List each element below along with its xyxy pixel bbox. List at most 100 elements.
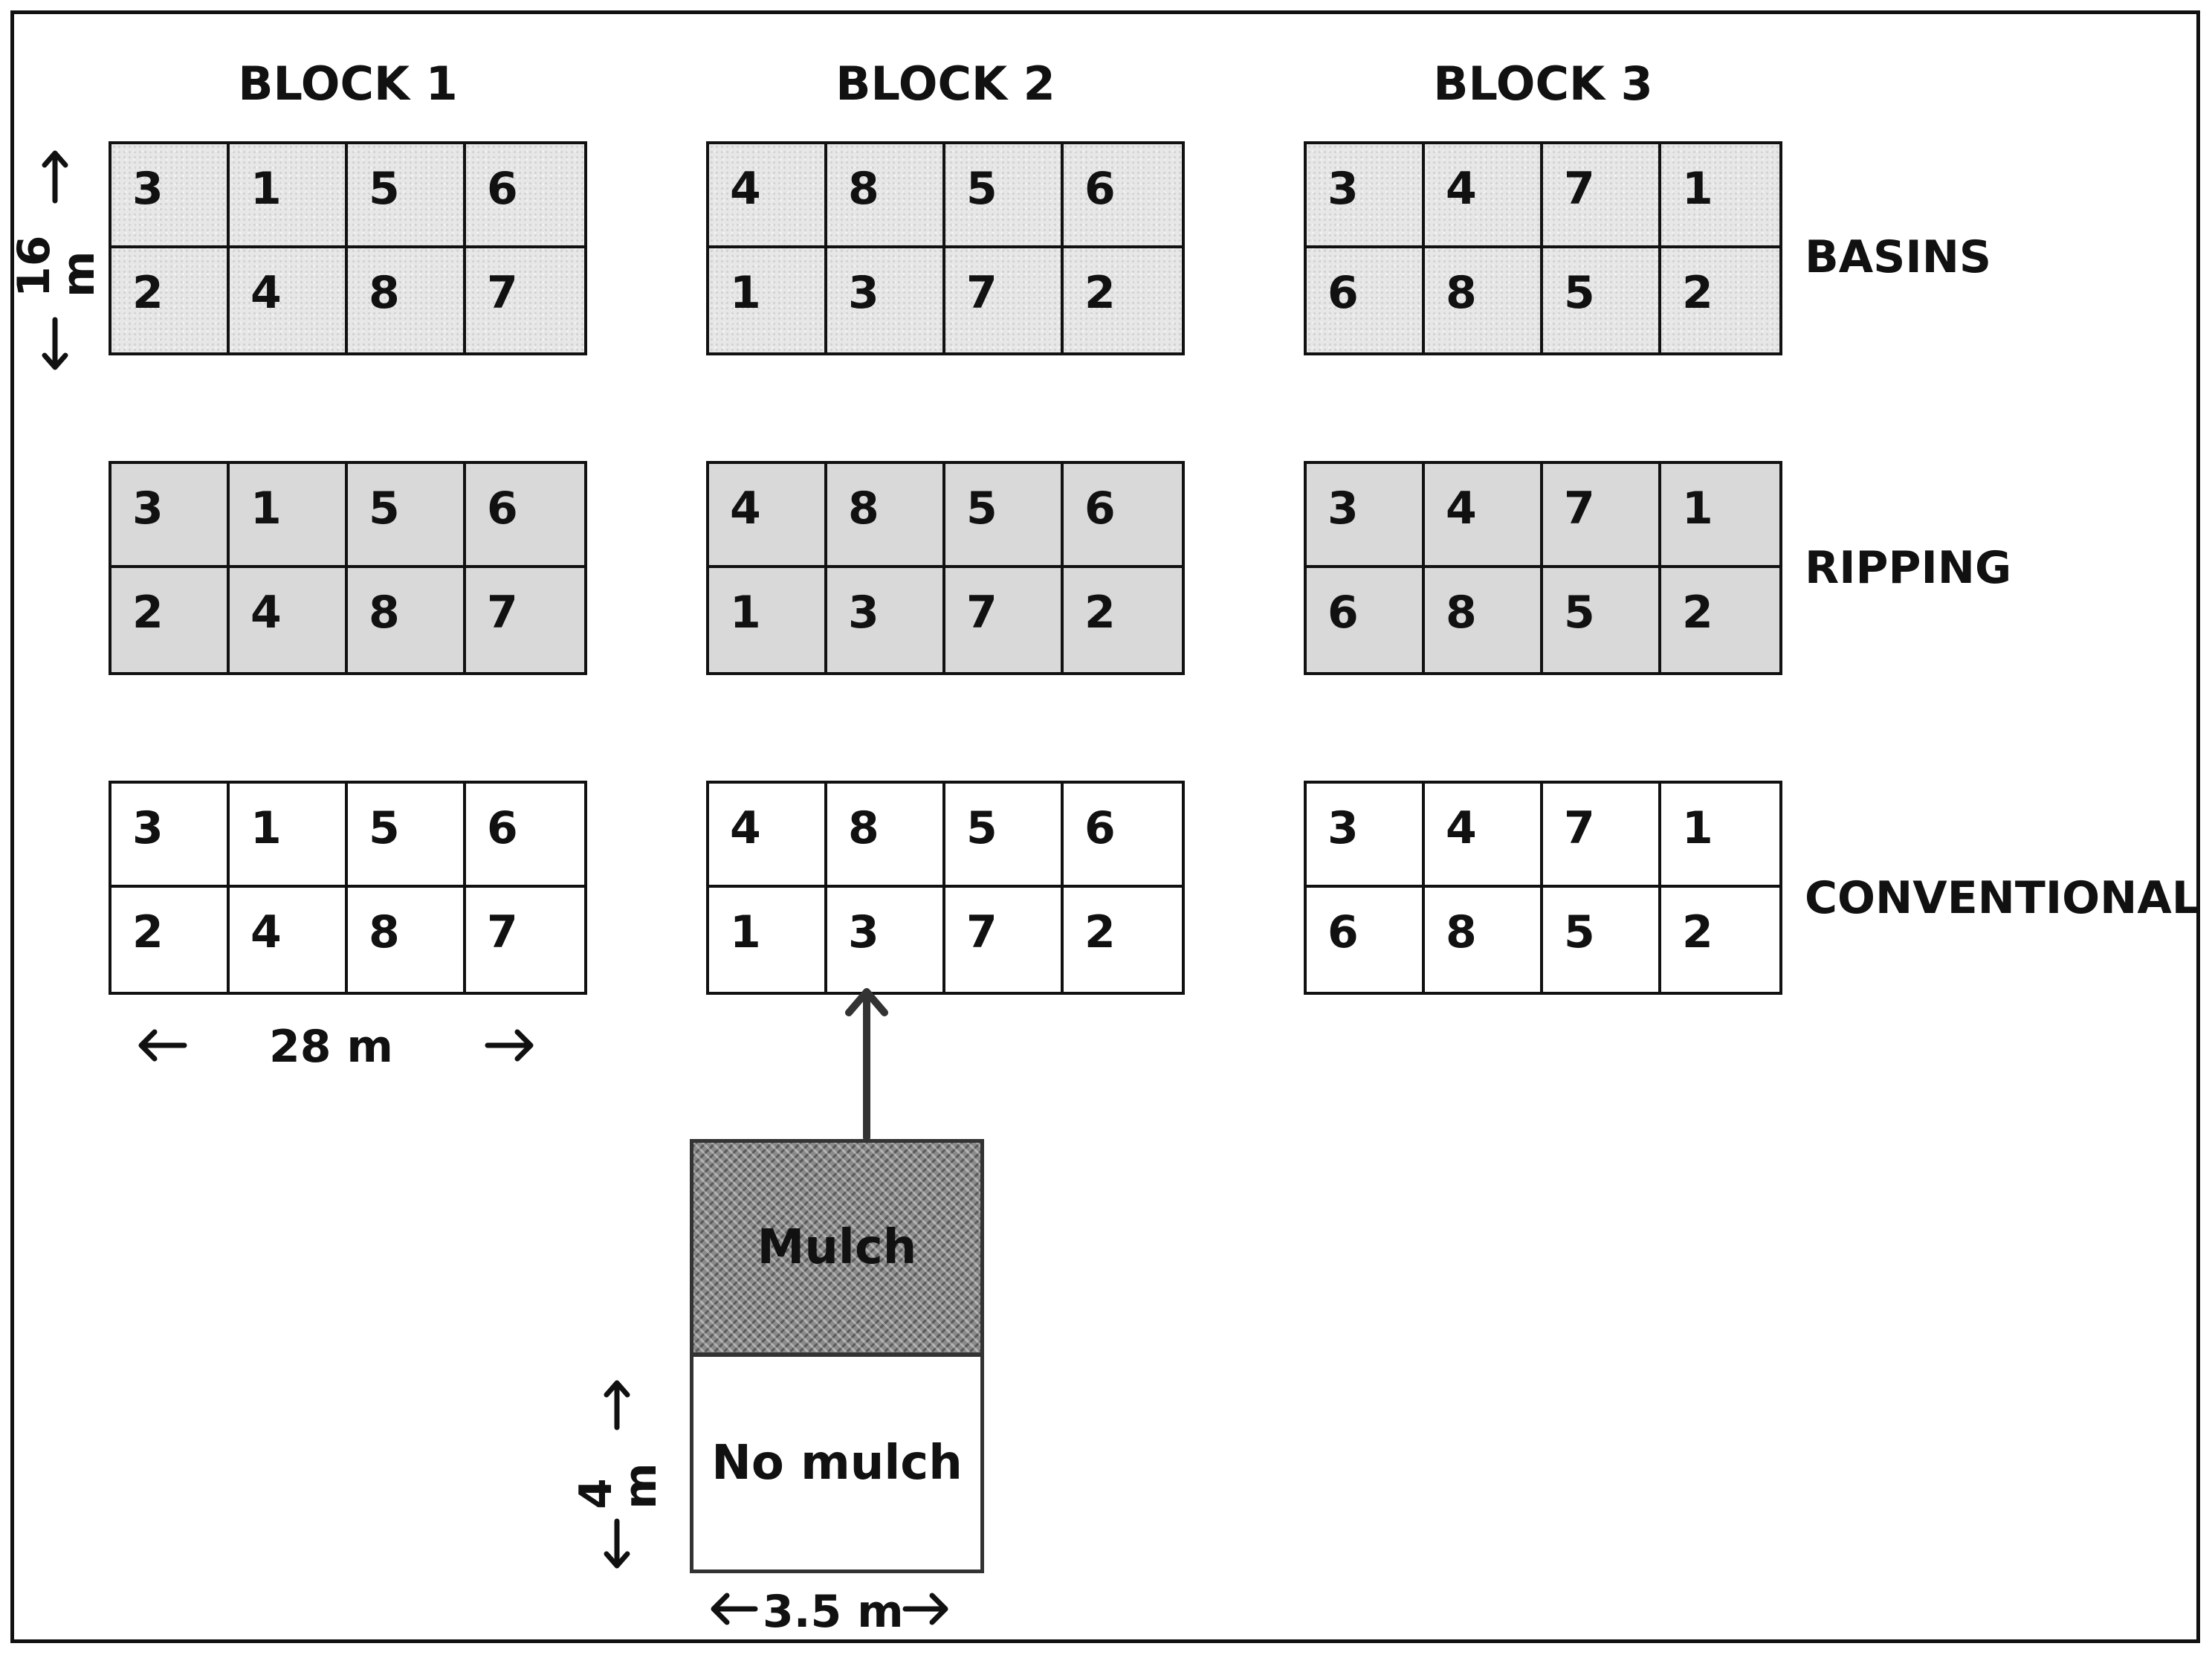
block-2-conventional-plot: 4 8 5 6 1 3 7 2 [706,781,1185,995]
no-mulch-subplot: No mulch [690,1353,984,1573]
plot-cell: 1 [1661,144,1779,248]
plot-cell: 2 [111,568,230,672]
pointer-arrow-icon [845,988,888,1141]
plot-cell: 2 [1084,906,1116,958]
plot-cell: 8 [827,784,945,888]
plot-cell: 3 [827,568,945,672]
plot-cell: 4 [230,248,348,352]
subplot-height-arrow-icon [604,1380,630,1430]
plot-cell: 7 [487,906,518,958]
plot-cell: 1 [230,144,348,248]
width-right-arrow-icon [485,1029,534,1062]
block-1-basins-plot: 3 1 5 6 2 4 8 7 [109,141,587,355]
plot-cell: 8 [827,144,945,248]
plot-cell: 3 [111,784,230,888]
plot-cell: 4 [709,784,827,888]
basins-label: BASINS [1805,231,1992,283]
plot-cell: 6 [1064,144,1182,248]
block-2-ripping-plot: 4 8 5 6 1 3 7 2 [706,461,1185,675]
plot-cell: 5 [348,464,466,568]
plot-cell: 6 [1064,464,1182,568]
subplot-width-right-arrow-icon [902,1593,948,1625]
plot-cell: 7 [487,587,518,639]
block-1-conventional-plot: 3 1 5 6 2 4 8 7 [109,781,587,995]
plot-cell: 7 [1543,464,1661,568]
subplot-width-label: 3.5 m [763,1586,904,1638]
plot-cell: 4 [1425,144,1543,248]
width-left-arrow-icon [138,1029,187,1062]
plot-cell: 4 [709,464,827,568]
width-dimension-label: 28 m [269,1021,393,1073]
no-mulch-label: No mulch [711,1436,963,1491]
plot-cell: 7 [1543,784,1661,888]
plot-cell: 2 [1682,267,1713,319]
plot-cell: 1 [230,464,348,568]
block-3-ripping-plot: 3 4 7 1 6 8 5 2 [1304,461,1782,675]
block-3-conventional-plot: 3 4 7 1 6 8 5 2 [1304,781,1782,995]
plot-cell: 5 [1543,248,1661,352]
plot-cell: 8 [1425,888,1543,992]
plot-cell: 7 [945,568,1064,672]
plot-cell: 8 [348,248,466,352]
plot-cell: 7 [945,888,1064,992]
height-arrow-icon [42,317,68,370]
plot-cell: 5 [348,144,466,248]
plot-cell: 4 [230,568,348,672]
subplot-height-arrow-icon [604,1518,630,1569]
plot-cell: 5 [1543,888,1661,992]
plot-cell: 6 [1307,248,1425,352]
plot-cell: 7 [487,267,518,319]
plot-cell: 3 [111,464,230,568]
plot-cell: 6 [466,464,584,568]
plot-cell: 1 [709,248,827,352]
plot-cell: 1 [709,568,827,672]
plot-cell: 6 [466,784,584,888]
mulch-subplot: Mulch [690,1139,984,1356]
plot-cell: 2 [1682,587,1713,639]
plot-cell: 3 [1307,144,1425,248]
plot-cell: 8 [348,888,466,992]
plot-cell: 2 [111,888,230,992]
diagram-frame [10,10,2200,1643]
block-1-title: BLOCK 1 [238,57,458,111]
plot-cell: 5 [945,784,1064,888]
plot-cell: 1 [709,888,827,992]
block-1-ripping-plot: 3 1 5 6 2 4 8 7 [109,461,587,675]
plot-cell: 3 [111,144,230,248]
block-3-basins-plot: 3 4 7 1 6 8 5 2 [1304,141,1782,355]
plot-cell: 5 [348,784,466,888]
plot-cell: 2 [1682,906,1713,958]
plot-cell: 5 [945,464,1064,568]
plot-cell: 2 [1084,267,1116,319]
plot-cell: 4 [1425,784,1543,888]
conventional-label: CONVENTIONAL [1805,872,2201,924]
height-arrow-icon [42,150,68,204]
plot-cell: 8 [348,568,466,672]
plot-cell: 3 [1307,464,1425,568]
plot-cell: 5 [1543,568,1661,672]
plot-cell: 2 [111,248,230,352]
plot-cell: 3 [827,248,945,352]
plot-cell: 5 [945,144,1064,248]
plot-cell: 6 [1307,888,1425,992]
plot-cell: 4 [1425,464,1543,568]
block-3-title: BLOCK 3 [1433,57,1653,111]
plot-cell: 1 [1661,784,1779,888]
ripping-label: RIPPING [1805,542,2012,594]
plot-cell: 6 [1064,784,1182,888]
plot-cell: 1 [230,784,348,888]
plot-cell: 3 [827,888,945,992]
subplot-width-left-arrow-icon [711,1593,758,1625]
plot-cell: 6 [1307,568,1425,672]
plot-cell: 1 [1661,464,1779,568]
block-2-title: BLOCK 2 [835,57,1055,111]
plot-cell: 7 [945,248,1064,352]
mulch-label: Mulch [757,1220,917,1275]
plot-cell: 2 [1084,587,1116,639]
plot-cell: 7 [1543,144,1661,248]
plot-cell: 6 [466,144,584,248]
plot-cell: 4 [709,144,827,248]
plot-cell: 8 [1425,568,1543,672]
plot-cell: 4 [230,888,348,992]
